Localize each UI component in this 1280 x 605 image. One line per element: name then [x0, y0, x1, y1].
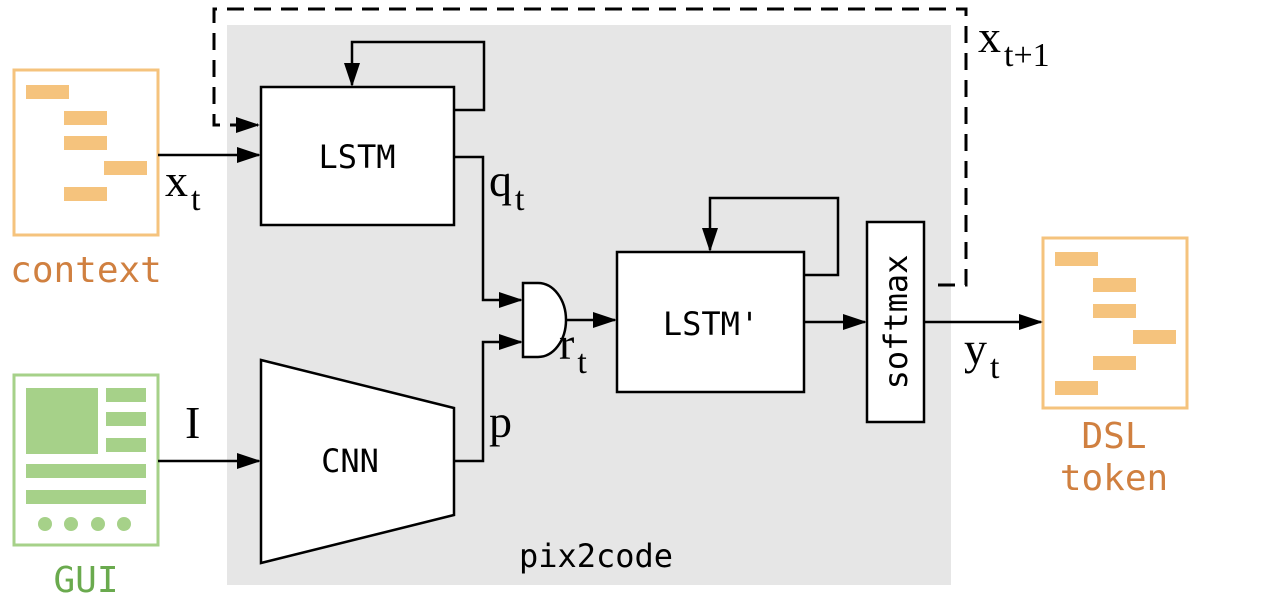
dsl-token-icon [1041, 236, 1189, 410]
softmax-label: softmax [877, 255, 915, 390]
y-t-label: yt [964, 323, 1000, 386]
lstm-prime-label: LSTM' [663, 305, 759, 343]
cnn-label: CNN [321, 442, 379, 480]
lstm-prime-recurrent-loop [702, 196, 840, 277]
merge-gate [521, 281, 568, 359]
q-t-label: qt [489, 155, 525, 218]
dsl-token-label-line1: DSL [1081, 416, 1146, 457]
r-t-label: rt [559, 318, 587, 381]
p-path [454, 334, 523, 463]
pix2code-label: pix2code [519, 537, 673, 575]
lstm-label: LSTM [318, 138, 395, 176]
x-t-label: xt [165, 155, 201, 218]
q-t-path [454, 155, 523, 308]
lstm-prime-block [615, 250, 806, 394]
p-label: p [489, 396, 512, 447]
dsl-token-label-line2: token [1060, 458, 1168, 499]
context-icon [12, 68, 160, 237]
gui-icon [12, 373, 160, 547]
cnn-block [259, 358, 456, 565]
image-label: I [185, 397, 200, 448]
lstm-block [259, 85, 456, 227]
feedback-dashed-line [212, 7, 968, 287]
context-label: context [10, 250, 162, 291]
lstm-recurrent-loop [344, 40, 486, 112]
x-t-plus-1-label: xt+1 [978, 11, 1050, 74]
softmax-block [865, 220, 926, 424]
gui-label: GUI [53, 560, 118, 601]
